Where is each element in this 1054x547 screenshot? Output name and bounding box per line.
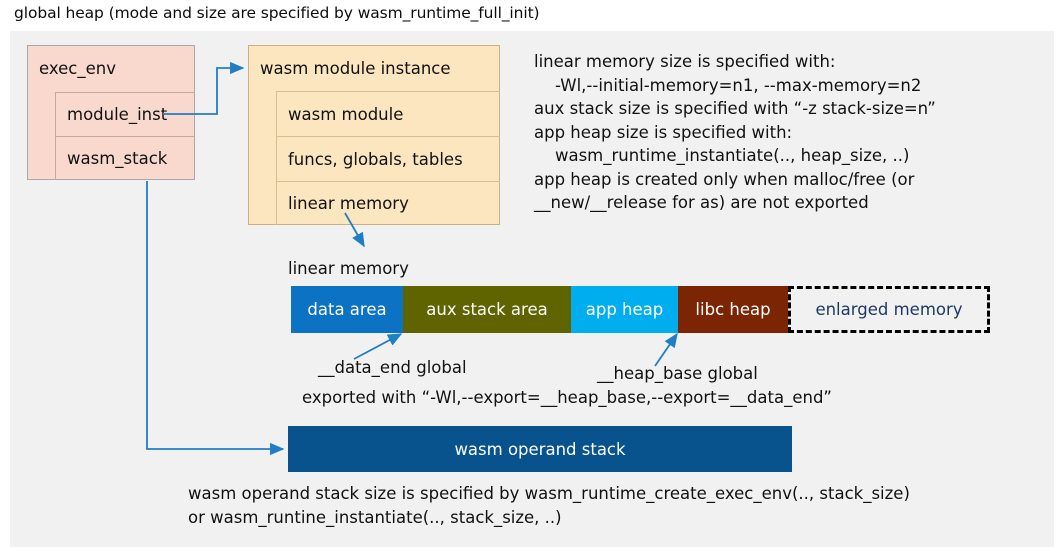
module-inst-label: module_inst: [67, 105, 168, 124]
data-area-label: data area: [307, 300, 387, 319]
linear-memory-bar-label: linear memory: [288, 259, 409, 278]
linear-memory-notes: linear memory size is specified with: -W…: [534, 52, 936, 212]
module-instance-title: wasm module instance: [248, 45, 500, 91]
wasm-stack-label: wasm_stack: [67, 149, 168, 168]
app-heap-label: app heap: [585, 300, 664, 319]
exec-env-field-module-inst: module_inst: [55, 92, 195, 136]
libc-heap-segment[interactable]: libc heap: [678, 286, 788, 333]
module-instance-box: [248, 45, 500, 225]
data-area-segment[interactable]: data area: [291, 286, 403, 333]
wasm-operand-stack-bar[interactable]: wasm operand stack: [288, 426, 792, 472]
aux-stack-area-label: aux stack area: [426, 300, 548, 319]
module-instance-field-linear-memory: linear memory: [276, 181, 500, 225]
funcs-globals-tables-label: funcs, globals, tables: [288, 149, 463, 169]
aux-stack-area-segment[interactable]: aux stack area: [403, 286, 571, 333]
exec-env-indent-divider: [55, 92, 56, 180]
exec-env-field-wasm-stack: wasm_stack: [55, 136, 195, 180]
exported-with-annotation: exported with “-Wl,--export=__heap_base,…: [302, 388, 832, 407]
wasm-operand-stack-label: wasm operand stack: [454, 439, 626, 459]
module-instance-title-label: wasm module instance: [260, 58, 451, 78]
wasm-module-label: wasm module: [288, 104, 404, 124]
linear-memory-field-label: linear memory: [288, 194, 409, 213]
libc-heap-label: libc heap: [695, 300, 771, 319]
enlarged-memory-label: enlarged memory: [815, 300, 963, 319]
page-title: global heap (mode and size are specified…: [14, 4, 540, 22]
module-instance-indent-divider: [276, 91, 277, 225]
module-instance-field-funcs-globals-tables: funcs, globals, tables: [276, 136, 500, 181]
exec-env-title: exec_env: [27, 45, 195, 92]
app-heap-segment[interactable]: app heap: [571, 286, 678, 333]
module-instance-field-wasm-module: wasm module: [276, 91, 500, 136]
data-end-annotation: __data_end global: [318, 358, 467, 377]
linear-memory-bar: data area aux stack area app heap libc h…: [291, 286, 990, 333]
exec-env-title-label: exec_env: [39, 59, 116, 78]
heap-base-annotation: __heap_base global: [597, 364, 758, 383]
operand-stack-notes: wasm operand stack size is specified by …: [188, 484, 910, 527]
enlarged-memory-segment[interactable]: enlarged memory: [788, 286, 990, 333]
